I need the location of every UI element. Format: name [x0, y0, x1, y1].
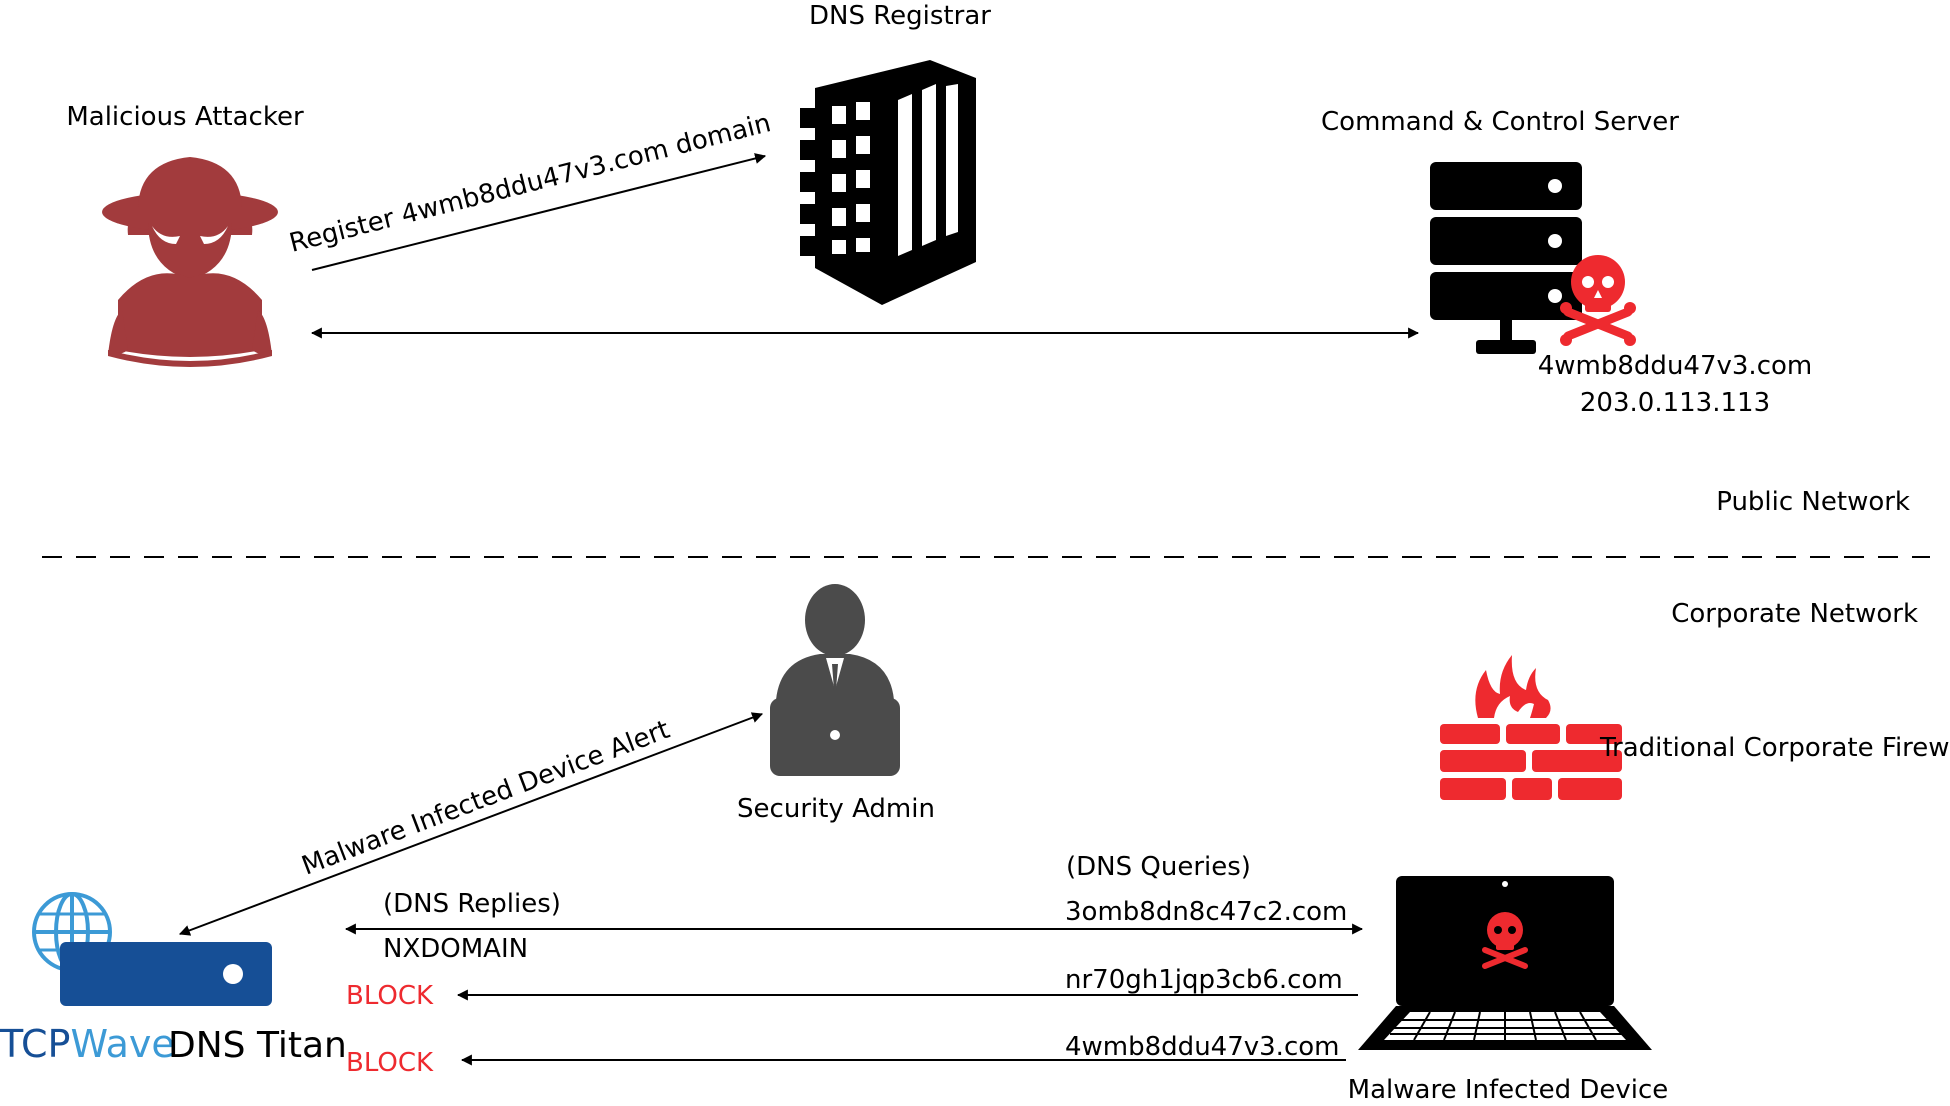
- attacker-label: Malicious Attacker: [66, 102, 304, 132]
- register-arrow: [311, 153, 767, 271]
- building-registrar-icon: [800, 60, 976, 305]
- alert-arrow: [178, 712, 764, 936]
- firewall-flame-icon: [1440, 655, 1622, 800]
- query-domain-2: nr70gh1jqp3cb6.com: [1065, 965, 1343, 995]
- spy-attacker-icon: [102, 157, 278, 367]
- dns-titan-label: DNS Titan: [168, 1025, 347, 1066]
- reply-2: BLOCK: [346, 981, 434, 1011]
- skull-crossbones-icon: [1560, 255, 1636, 346]
- public-network-label: Public Network: [1716, 487, 1910, 517]
- security-admin-icon: [770, 584, 900, 776]
- infected-laptop-icon: [1358, 876, 1652, 1050]
- tcpwave-logo: TCPWave: [0, 1022, 175, 1066]
- alert-label: Malware Infected Device Alert: [298, 715, 674, 882]
- cnc-domain-label: 4wmb8ddu47v3.com: [1538, 351, 1812, 381]
- admin-label: Security Admin: [737, 794, 935, 824]
- register-label: Register 4wmb8ddu47v3.com domain: [286, 108, 774, 259]
- replies-header: (DNS Replies): [383, 889, 561, 919]
- cnc-label: Command & Control Server: [1321, 107, 1679, 137]
- reply-1: NXDOMAIN: [383, 934, 528, 964]
- query-domain-1: 3omb8dn8c47c2.com: [1065, 897, 1347, 927]
- server-stack-icon: [1430, 162, 1582, 354]
- skull-crossbones-icon: [1482, 912, 1528, 969]
- firewall-label: Traditional Corporate Firewall: [1599, 733, 1950, 763]
- dns-appliance-icon: [60, 942, 272, 1006]
- queries-header: (DNS Queries): [1066, 852, 1251, 882]
- query-domain-3: 4wmb8ddu47v3.com: [1065, 1032, 1339, 1062]
- reply-3: BLOCK: [346, 1048, 434, 1078]
- registrar-label: DNS Registrar: [809, 1, 991, 31]
- cnc-ip-label: 203.0.113.113: [1580, 388, 1770, 418]
- infected-device-label: Malware Infected Device: [1348, 1075, 1669, 1105]
- corporate-network-label: Corporate Network: [1671, 599, 1918, 629]
